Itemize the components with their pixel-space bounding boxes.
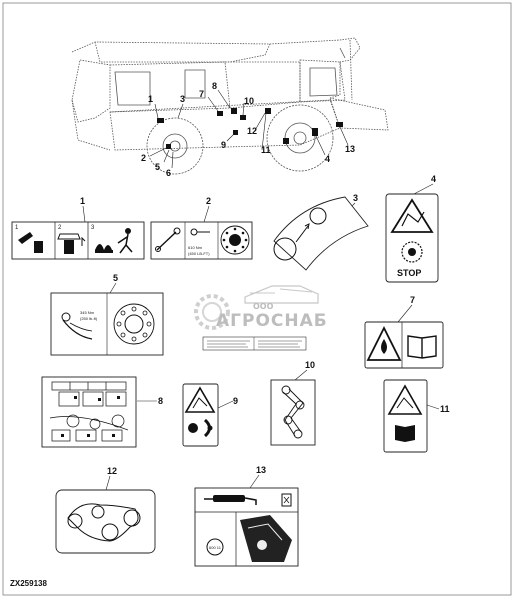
decal-9: [182, 383, 219, 447]
callout-7: 7: [199, 89, 204, 99]
decal-1-label: 1: [80, 196, 85, 206]
callout-8: 8: [212, 81, 217, 91]
callout-4: 4: [325, 154, 330, 164]
callout-9: 9: [221, 140, 226, 150]
decal-11-label: 11: [440, 404, 450, 414]
decal-10: [270, 379, 316, 446]
watermark-prefix: ООО: [253, 302, 274, 311]
watermark: ООО АГРОСНАБ: [194, 285, 328, 331]
decal-1-step-3: 3: [91, 225, 95, 231]
decal-3: [273, 196, 369, 271]
decal-8-label: 8: [158, 396, 163, 406]
callout-5: 5: [155, 162, 160, 172]
callout-10: 10: [244, 96, 254, 106]
decal-location-markers: [157, 108, 343, 149]
callout-11: 11: [261, 145, 271, 155]
decal-5-torque-nm: 345 Nm: [80, 310, 95, 315]
decal-8: [41, 376, 137, 448]
callout-2: 2: [141, 153, 146, 163]
decal-3-label: 3: [353, 193, 358, 203]
decal-7: [364, 321, 444, 369]
decal-2-torque-lbft: (450 LB-FT): [188, 251, 210, 256]
decal-5-torque-lbft: (250 lb-ft): [80, 316, 98, 321]
decal-7-label: 7: [410, 295, 415, 305]
decal-5: 345 Nm (250 lb-ft): [50, 292, 164, 356]
decal-2-label: 2: [206, 196, 211, 206]
decal-1: 1 2 3: [11, 221, 145, 260]
callout-leaders: [149, 89, 349, 169]
decal-2-torque-nm: 610 Nm: [188, 245, 203, 250]
decal-11: [383, 379, 428, 453]
callout-1: 1: [148, 94, 153, 104]
decal-10-label: 10: [305, 360, 315, 370]
decal-2: 610 Nm (450 LB-FT): [150, 221, 253, 260]
decal-12-label: 12: [107, 466, 117, 476]
center-text-strip-decal: [202, 336, 307, 351]
combine-harvester-illustration: [71, 37, 389, 175]
decal-9-label: 9: [233, 396, 238, 406]
callout-6: 6: [166, 168, 171, 178]
callout-12: 12: [247, 126, 257, 136]
callout-3: 3: [180, 94, 185, 104]
decal-4: STOP: [385, 193, 439, 283]
decal-5-label: 5: [113, 273, 118, 283]
decal-4-stop: STOP: [397, 268, 421, 278]
decal-13-code: 600 11: [209, 545, 222, 550]
watermark-brand: АГРОСНАБ: [216, 311, 328, 331]
harvester-callouts: 1 3 7 8 10 12 9 11 2 5 6 4 13: [141, 81, 355, 178]
decal-1-step-2: 2: [58, 225, 62, 231]
callout-13: 13: [345, 144, 355, 154]
decal-13-label: 13: [256, 465, 266, 475]
decal-12: [55, 489, 156, 554]
decal-1-step-1: 1: [15, 225, 19, 231]
document-id: ZX259138: [10, 579, 47, 588]
decal-13: 600 11: [194, 487, 299, 567]
decal-4-label: 4: [431, 174, 436, 184]
